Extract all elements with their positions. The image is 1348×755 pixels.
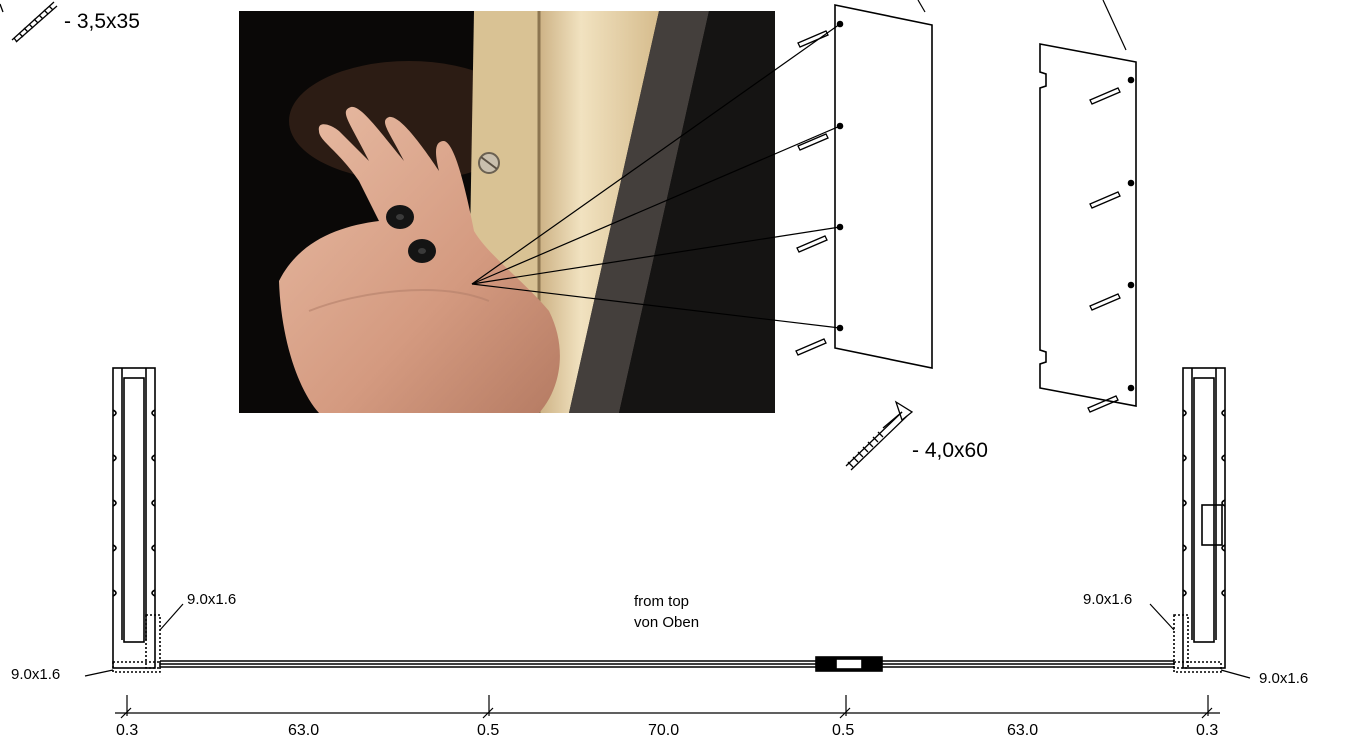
large-screw-icon xyxy=(845,400,914,471)
small-screw-icon xyxy=(0,1,58,43)
dimension-5: 63.0 xyxy=(1007,722,1039,739)
wooden-post xyxy=(539,11,659,413)
right-wall-section xyxy=(1149,367,1251,679)
screw-size-large-label: - 4,0x60 xyxy=(912,439,988,462)
floor-boards xyxy=(160,656,1174,672)
dimension-6: 0.3 xyxy=(1196,722,1219,739)
dimension-0: 0.3 xyxy=(116,722,139,739)
dimension-4: 0.5 xyxy=(832,722,855,739)
photo-drawing xyxy=(239,11,775,413)
hand-with-washers-photo xyxy=(239,11,775,413)
dimension-3: 70.0 xyxy=(648,722,680,739)
screw-size-small-label: - 3,5x35 xyxy=(64,10,140,33)
wall-panel-right xyxy=(1039,43,1137,407)
wall-panel-left xyxy=(834,4,933,369)
dimension-1: 63.0 xyxy=(288,722,320,739)
view-label-en: from top xyxy=(634,593,690,610)
view-label-de: von Oben xyxy=(634,614,700,631)
dimension-line xyxy=(115,695,1220,719)
nail-icons-left xyxy=(795,30,829,356)
dimension-2: 0.5 xyxy=(477,722,500,739)
board-size-left-lower: 9.0x1.6 xyxy=(11,666,61,683)
nail-icons-right xyxy=(1087,87,1121,413)
board-size-left-upper: 9.0x1.6 xyxy=(187,591,237,608)
leader-lines xyxy=(471,0,1127,329)
left-wall-section xyxy=(84,367,184,677)
board-size-right-upper: 9.0x1.6 xyxy=(1083,591,1133,608)
board-size-right-lower: 9.0x1.6 xyxy=(1259,670,1309,687)
